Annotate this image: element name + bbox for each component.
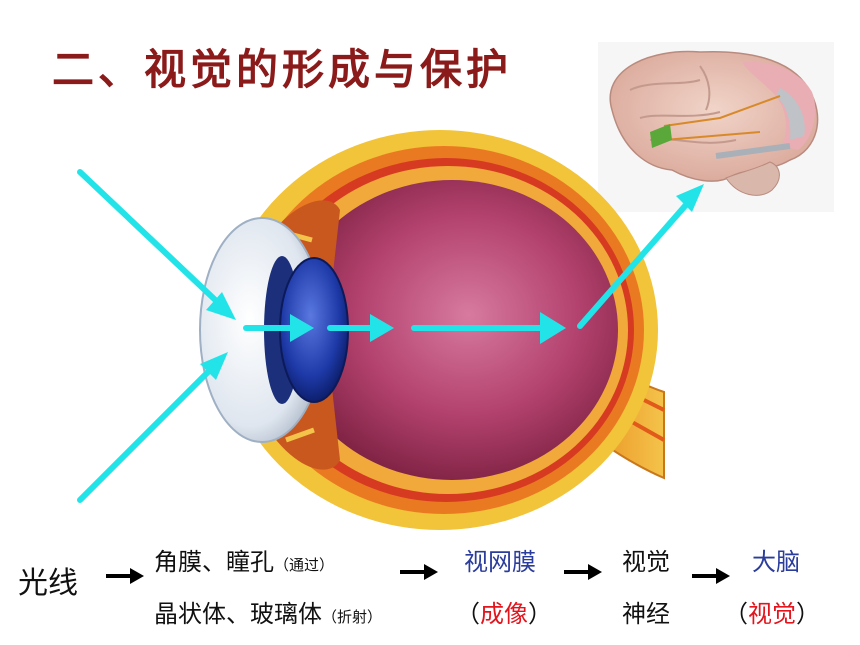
step2-line1: 视网膜 bbox=[464, 548, 536, 576]
brain-illustration bbox=[598, 42, 834, 212]
light-rays bbox=[77, 169, 704, 503]
flow-arrow bbox=[692, 568, 730, 584]
step2-open-paren: （ bbox=[456, 600, 480, 628]
flow-start-label: 光线 bbox=[18, 566, 78, 601]
page-title: 二、视觉的形成与保护 bbox=[52, 45, 513, 94]
step1-line1-text: 角膜、瞳孔 bbox=[154, 548, 274, 576]
step3-line2: 神经 bbox=[622, 600, 670, 628]
step1-line1: 角膜、瞳孔（通过） bbox=[154, 542, 334, 577]
step4-word: 视觉 bbox=[748, 600, 796, 628]
step4-open-paren: （ bbox=[724, 600, 748, 628]
light-ray-arrow bbox=[411, 312, 566, 344]
light-ray-arrow bbox=[577, 184, 704, 329]
light-ray-arrow bbox=[327, 314, 394, 342]
step3-line1: 视觉 bbox=[622, 548, 670, 576]
light-ray-arrow bbox=[243, 314, 314, 342]
step2-word: 成像 bbox=[480, 600, 528, 628]
flow-arrows bbox=[106, 564, 730, 584]
light-ray-arrow bbox=[77, 169, 236, 320]
step1-line2: 晶状体、玻璃体（折射） bbox=[154, 594, 382, 629]
step4-line2: （视觉） bbox=[724, 594, 820, 629]
flow-arrow bbox=[400, 564, 438, 580]
step1-line2-text: 晶状体、玻璃体 bbox=[154, 600, 322, 628]
step4-line1: 大脑 bbox=[752, 548, 800, 576]
step4-close-paren: ） bbox=[796, 600, 820, 628]
step2-line2: （成像） bbox=[456, 594, 552, 629]
light-ray-arrow bbox=[77, 352, 228, 503]
step1-line2-note: （折射） bbox=[322, 608, 383, 626]
step1-line1-note: （通过） bbox=[274, 556, 335, 574]
flow-arrow bbox=[106, 568, 144, 584]
step2-close-paren: ） bbox=[528, 600, 552, 628]
flow-arrow bbox=[564, 564, 602, 580]
